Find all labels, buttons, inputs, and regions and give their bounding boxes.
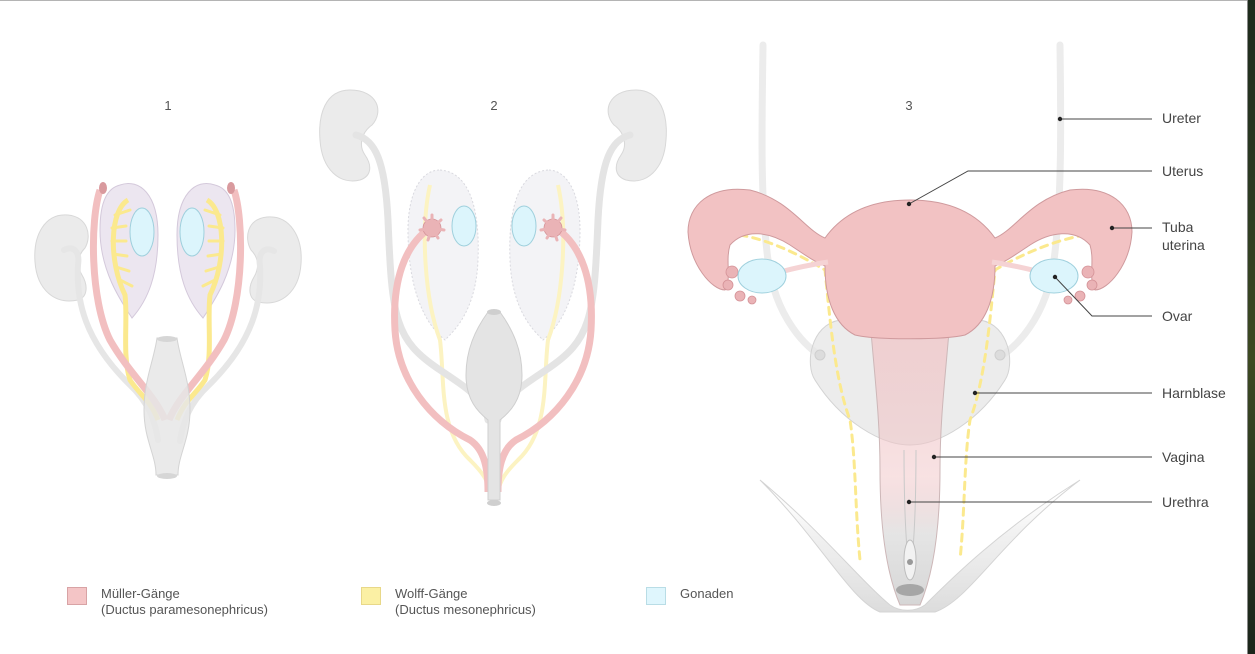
stage-3-illustration <box>687 41 1133 613</box>
label-tuba-uterina: Tuba uterina <box>1162 219 1205 253</box>
stage-number-2: 2 <box>490 98 498 113</box>
background-window-edge <box>1247 0 1255 654</box>
legend-label-wolff: Wolff-Gänge (Ductus mesonephricus) <box>395 586 536 617</box>
legend-label-gonaden: Gonaden <box>680 586 734 601</box>
label-vagina: Vagina <box>1162 449 1205 465</box>
gonad-left <box>129 207 155 257</box>
legend-wolff: Wolff-Gänge (Ductus mesonephricus) <box>361 586 536 618</box>
label-ureter: Ureter <box>1162 110 1201 126</box>
legend-mueller: Müller-Gänge (Ductus paramesonephricus) <box>67 586 268 618</box>
callout-dots <box>906 116 1115 505</box>
legend-swatch-wolff <box>361 587 381 605</box>
stage-number-1: 1 <box>164 98 172 113</box>
ovary-left <box>737 258 787 294</box>
stage-2-illustration <box>319 89 667 506</box>
label-uterus: Uterus <box>1162 163 1204 179</box>
stage-number-3: 3 <box>905 98 913 113</box>
legend-label-mueller: Müller-Gänge (Ductus paramesonephricus) <box>101 586 268 617</box>
stage-1-illustration <box>34 182 302 479</box>
callout-leader-lines <box>908 118 1152 503</box>
kidney-right <box>247 216 302 304</box>
top-border <box>0 0 1247 1</box>
kidney-left <box>34 214 89 302</box>
gonad-right <box>179 207 205 257</box>
legend-swatch-gonaden <box>646 587 666 605</box>
legend-swatch-mueller <box>67 587 87 605</box>
legend-gonaden: Gonaden <box>646 586 734 605</box>
label-ovar: Ovar <box>1162 308 1193 324</box>
label-harnblase: Harnblase <box>1162 385 1226 401</box>
label-urethra: Urethra <box>1162 494 1209 510</box>
